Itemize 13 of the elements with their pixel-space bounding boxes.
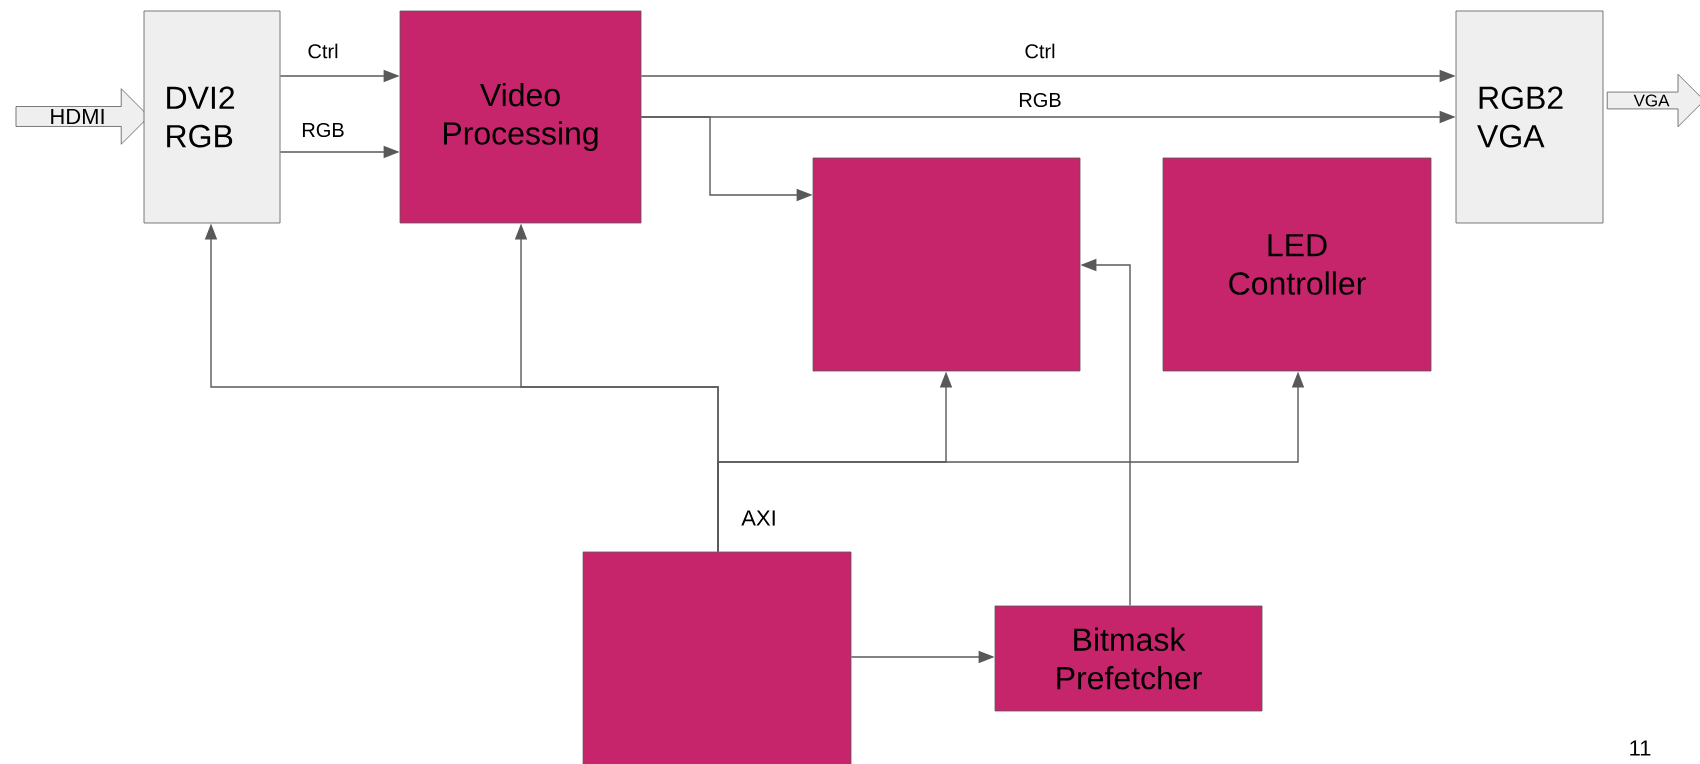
- process-box: [582, 551, 852, 764]
- process-box: DVI2 RGB: [143, 10, 281, 224]
- bus-label: AXI: [741, 510, 775, 526]
- edge-label: Ctrl: [305, 41, 341, 61]
- process-box: RGB2 VGA: [1455, 10, 1604, 224]
- process-box: Bitmask Prefetcher: [994, 605, 1263, 712]
- page-number: 11: [1630, 740, 1651, 756]
- edge-label: RGB: [299, 120, 347, 140]
- process-box: Video Processing: [399, 10, 642, 224]
- edge-label: RGB: [1016, 90, 1064, 110]
- process-box: LED Controller: [1162, 157, 1432, 372]
- process-box: [812, 157, 1081, 372]
- edge-label: Ctrl: [1022, 41, 1058, 61]
